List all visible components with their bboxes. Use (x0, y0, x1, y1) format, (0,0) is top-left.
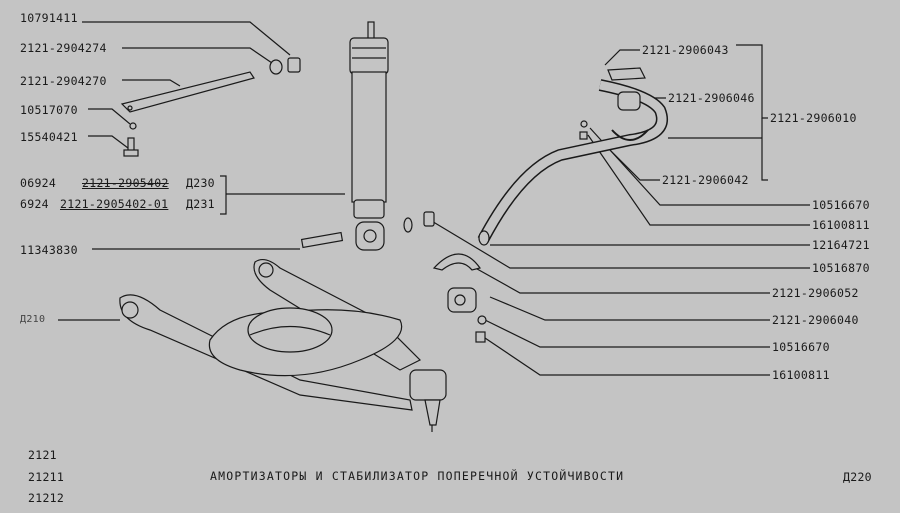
leader-lines-left (58, 21, 345, 321)
row2-part: 2121-2905402-01 (60, 197, 169, 211)
page-title: АМОРТИЗАТОРЫ И СТАБИЛИЗАТОР ПОПЕРЕЧНОЙ У… (210, 469, 625, 483)
row1-ref: Д230 (186, 176, 215, 190)
label-2121-2904270: 2121-2904270 (20, 74, 107, 88)
row1-code: 06924 (20, 176, 57, 190)
stabilizer-mount-parts (403, 120, 588, 343)
label-10516670-b: 10516670 (772, 340, 830, 354)
label-d210: Д210 (20, 314, 46, 325)
label-2121-2906042: 2121-2906042 (662, 173, 749, 187)
lower-control-arm (119, 258, 447, 432)
label-16100811-a: 16100811 (812, 218, 870, 232)
row2-code: 6924 (20, 197, 49, 211)
model-21212: 21212 (28, 491, 65, 505)
label-2121-2906052: 2121-2906052 (772, 286, 859, 300)
strut-bar (120, 71, 255, 157)
label-10516870: 10516870 (812, 261, 870, 275)
label-10791411: 10791411 (20, 11, 78, 25)
row1-part: 2121-2905402 (82, 176, 169, 190)
label-2121-2906040: 2121-2906040 (772, 313, 859, 327)
model-2121: 2121 (28, 448, 57, 462)
model-21211: 21211 (28, 470, 65, 484)
label-10516670-a: 10516670 (812, 198, 870, 212)
label-2121-2906010: 2121-2906010 (770, 111, 857, 125)
stabilizer-bar (477, 67, 668, 246)
label-2121-2904274: 2121-2904274 (20, 41, 107, 55)
shock-absorber (300, 21, 389, 251)
bracket-left (220, 175, 227, 215)
row2-ref: Д231 (186, 197, 215, 211)
page-number: Д220 (843, 470, 872, 484)
label-2121-2906046: 2121-2906046 (668, 91, 755, 105)
top-nut-washer (269, 57, 301, 75)
label-16100811-b: 16100811 (772, 368, 830, 382)
label-10517070: 10517070 (20, 103, 78, 117)
label-15540421: 15540421 (20, 130, 78, 144)
label-11343830: 11343830 (20, 243, 78, 257)
label-2121-2906043: 2121-2906043 (642, 43, 729, 57)
label-12164721: 12164721 (812, 238, 870, 252)
leader-lines-right (429, 44, 810, 376)
